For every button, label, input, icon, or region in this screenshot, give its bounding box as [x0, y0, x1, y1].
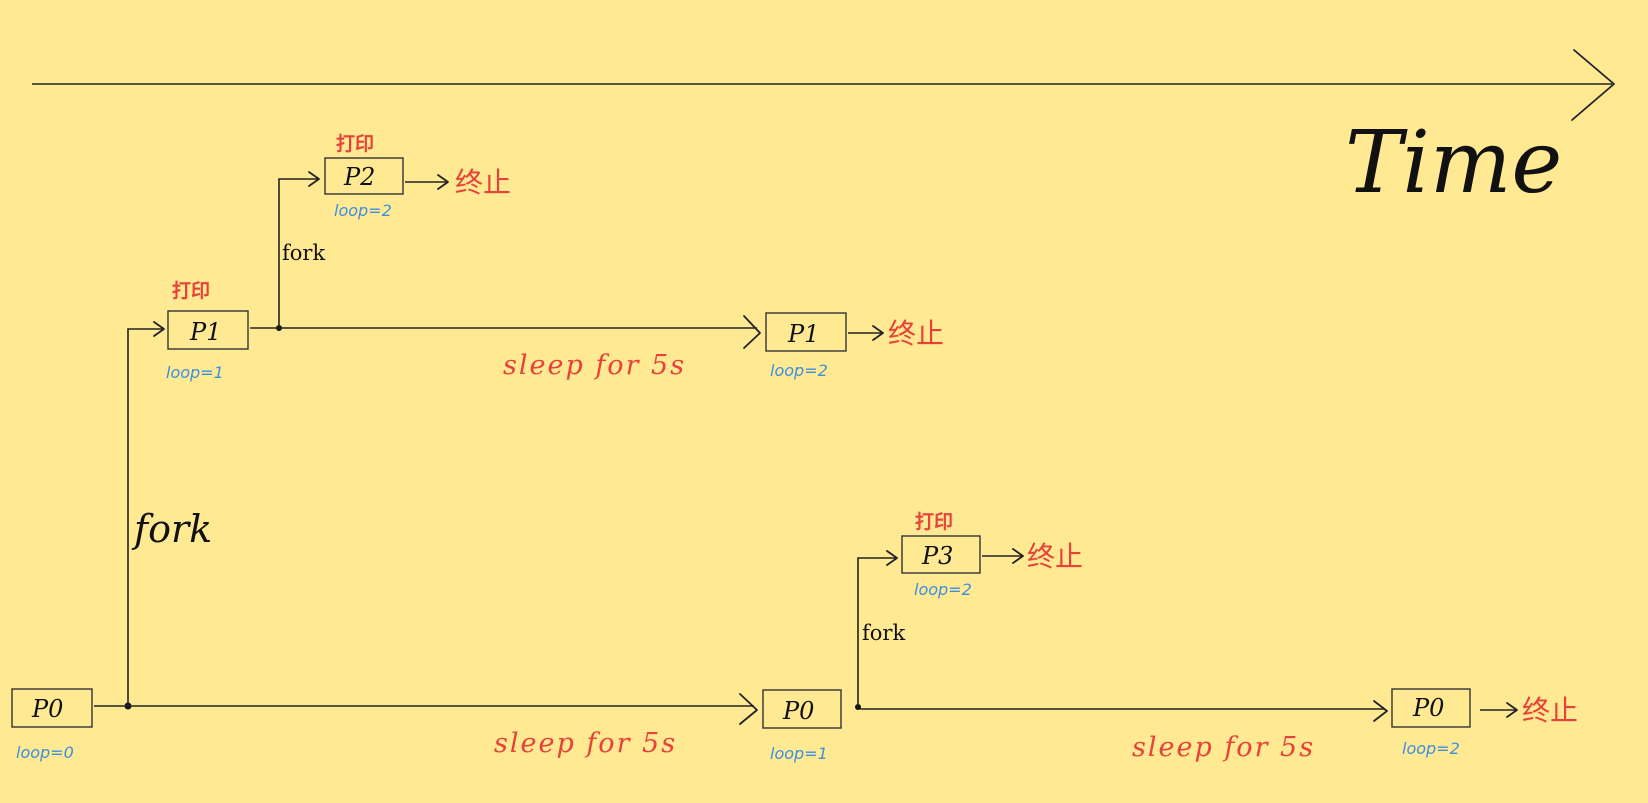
p2-box — [324, 157, 404, 195]
fork-p0-p1-label: fork — [131, 507, 212, 551]
p0-sleep-arrowhead-1 — [739, 693, 758, 725]
p0-end-exit-arrowhead — [1506, 702, 1518, 718]
p1-end-box — [765, 312, 847, 352]
fork-p1-p2-arrowhead — [308, 171, 320, 187]
time-axis-arrowhead — [1571, 49, 1615, 121]
process-p1-first: 打印 P1 loop=1 — [166, 279, 249, 382]
p1-first-loop: loop=1 — [166, 363, 224, 382]
p0-end-label: P0 — [1412, 694, 1444, 722]
fork-p1-p2: fork — [276, 171, 325, 331]
p1-sleep-label: sleep for 5s — [503, 350, 686, 381]
p0-sleep-arrowhead-2 — [1373, 700, 1388, 722]
p0-sleep-segment-2: sleep for 5s — [860, 700, 1388, 763]
p0-mid-box — [762, 689, 842, 729]
fork-p0-p1-line — [127, 328, 163, 706]
p3-loop: loop=2 — [914, 580, 972, 599]
p0-sleep-segment-1: sleep for 5s — [94, 693, 758, 759]
p3-box — [901, 535, 981, 574]
p2-terminate: 终止 — [455, 166, 511, 199]
p3-print-note: 打印 — [915, 510, 953, 533]
p3-terminate: 终止 — [1027, 540, 1083, 573]
p0-sleep-label-1: sleep for 5s — [494, 728, 677, 759]
p1-first-label: P1 — [189, 318, 221, 346]
process-p2: 打印 P2 loop=2 终止 — [324, 132, 511, 220]
p1-end-terminate: 终止 — [888, 317, 944, 350]
process-p1-end: P1 loop=2 终止 — [765, 312, 944, 380]
p0-mid-loop: loop=1 — [770, 744, 828, 763]
p1-end-label: P1 — [787, 320, 819, 348]
p0-start-box — [11, 688, 93, 728]
p1-end-loop: loop=2 — [770, 361, 828, 380]
p0-end-box — [1391, 688, 1471, 728]
p3-label: P3 — [921, 542, 953, 570]
p1-sleep-arrowhead — [743, 315, 761, 349]
fork-p1-p2-line — [278, 178, 318, 328]
p0-start-label: P0 — [31, 695, 63, 723]
p0-end-terminate: 终止 — [1522, 694, 1578, 727]
fork-p1-p2-label: fork — [282, 241, 325, 265]
p2-loop: loop=2 — [334, 201, 392, 220]
p1-sleep-segment: sleep for 5s — [250, 315, 761, 381]
p2-print-note: 打印 — [336, 132, 374, 155]
p0-end-loop: loop=2 — [1402, 739, 1460, 758]
p1-first-box — [167, 310, 249, 350]
fork-p0-p1-arrowhead — [153, 321, 165, 337]
time-label: Time — [1345, 113, 1562, 213]
p0-start-loop: loop=0 — [16, 743, 74, 762]
process-p0-mid: P0 loop=1 — [762, 689, 842, 763]
fork-p0-p3-line — [857, 557, 896, 707]
time-axis: Time — [32, 49, 1615, 213]
fork-p0-p3: fork — [855, 550, 905, 710]
process-p0-start: P0 loop=0 — [11, 688, 93, 762]
p3-exit-arrowhead — [1012, 548, 1024, 564]
p1-end-exit-arrowhead — [872, 325, 884, 341]
p0-sleep-label-2: sleep for 5s — [1132, 732, 1315, 763]
p2-label: P2 — [343, 163, 375, 191]
fork-p0-p3-arrowhead — [886, 550, 898, 566]
p1-print-note: 打印 — [172, 279, 210, 302]
p0-mid-label: P0 — [782, 697, 814, 725]
p2-exit-arrowhead — [437, 174, 449, 190]
fork-p0-p3-label: fork — [862, 621, 905, 645]
process-p0-end: P0 loop=2 终止 — [1391, 688, 1578, 758]
process-p3: 打印 P3 loop=2 终止 — [901, 510, 1083, 599]
